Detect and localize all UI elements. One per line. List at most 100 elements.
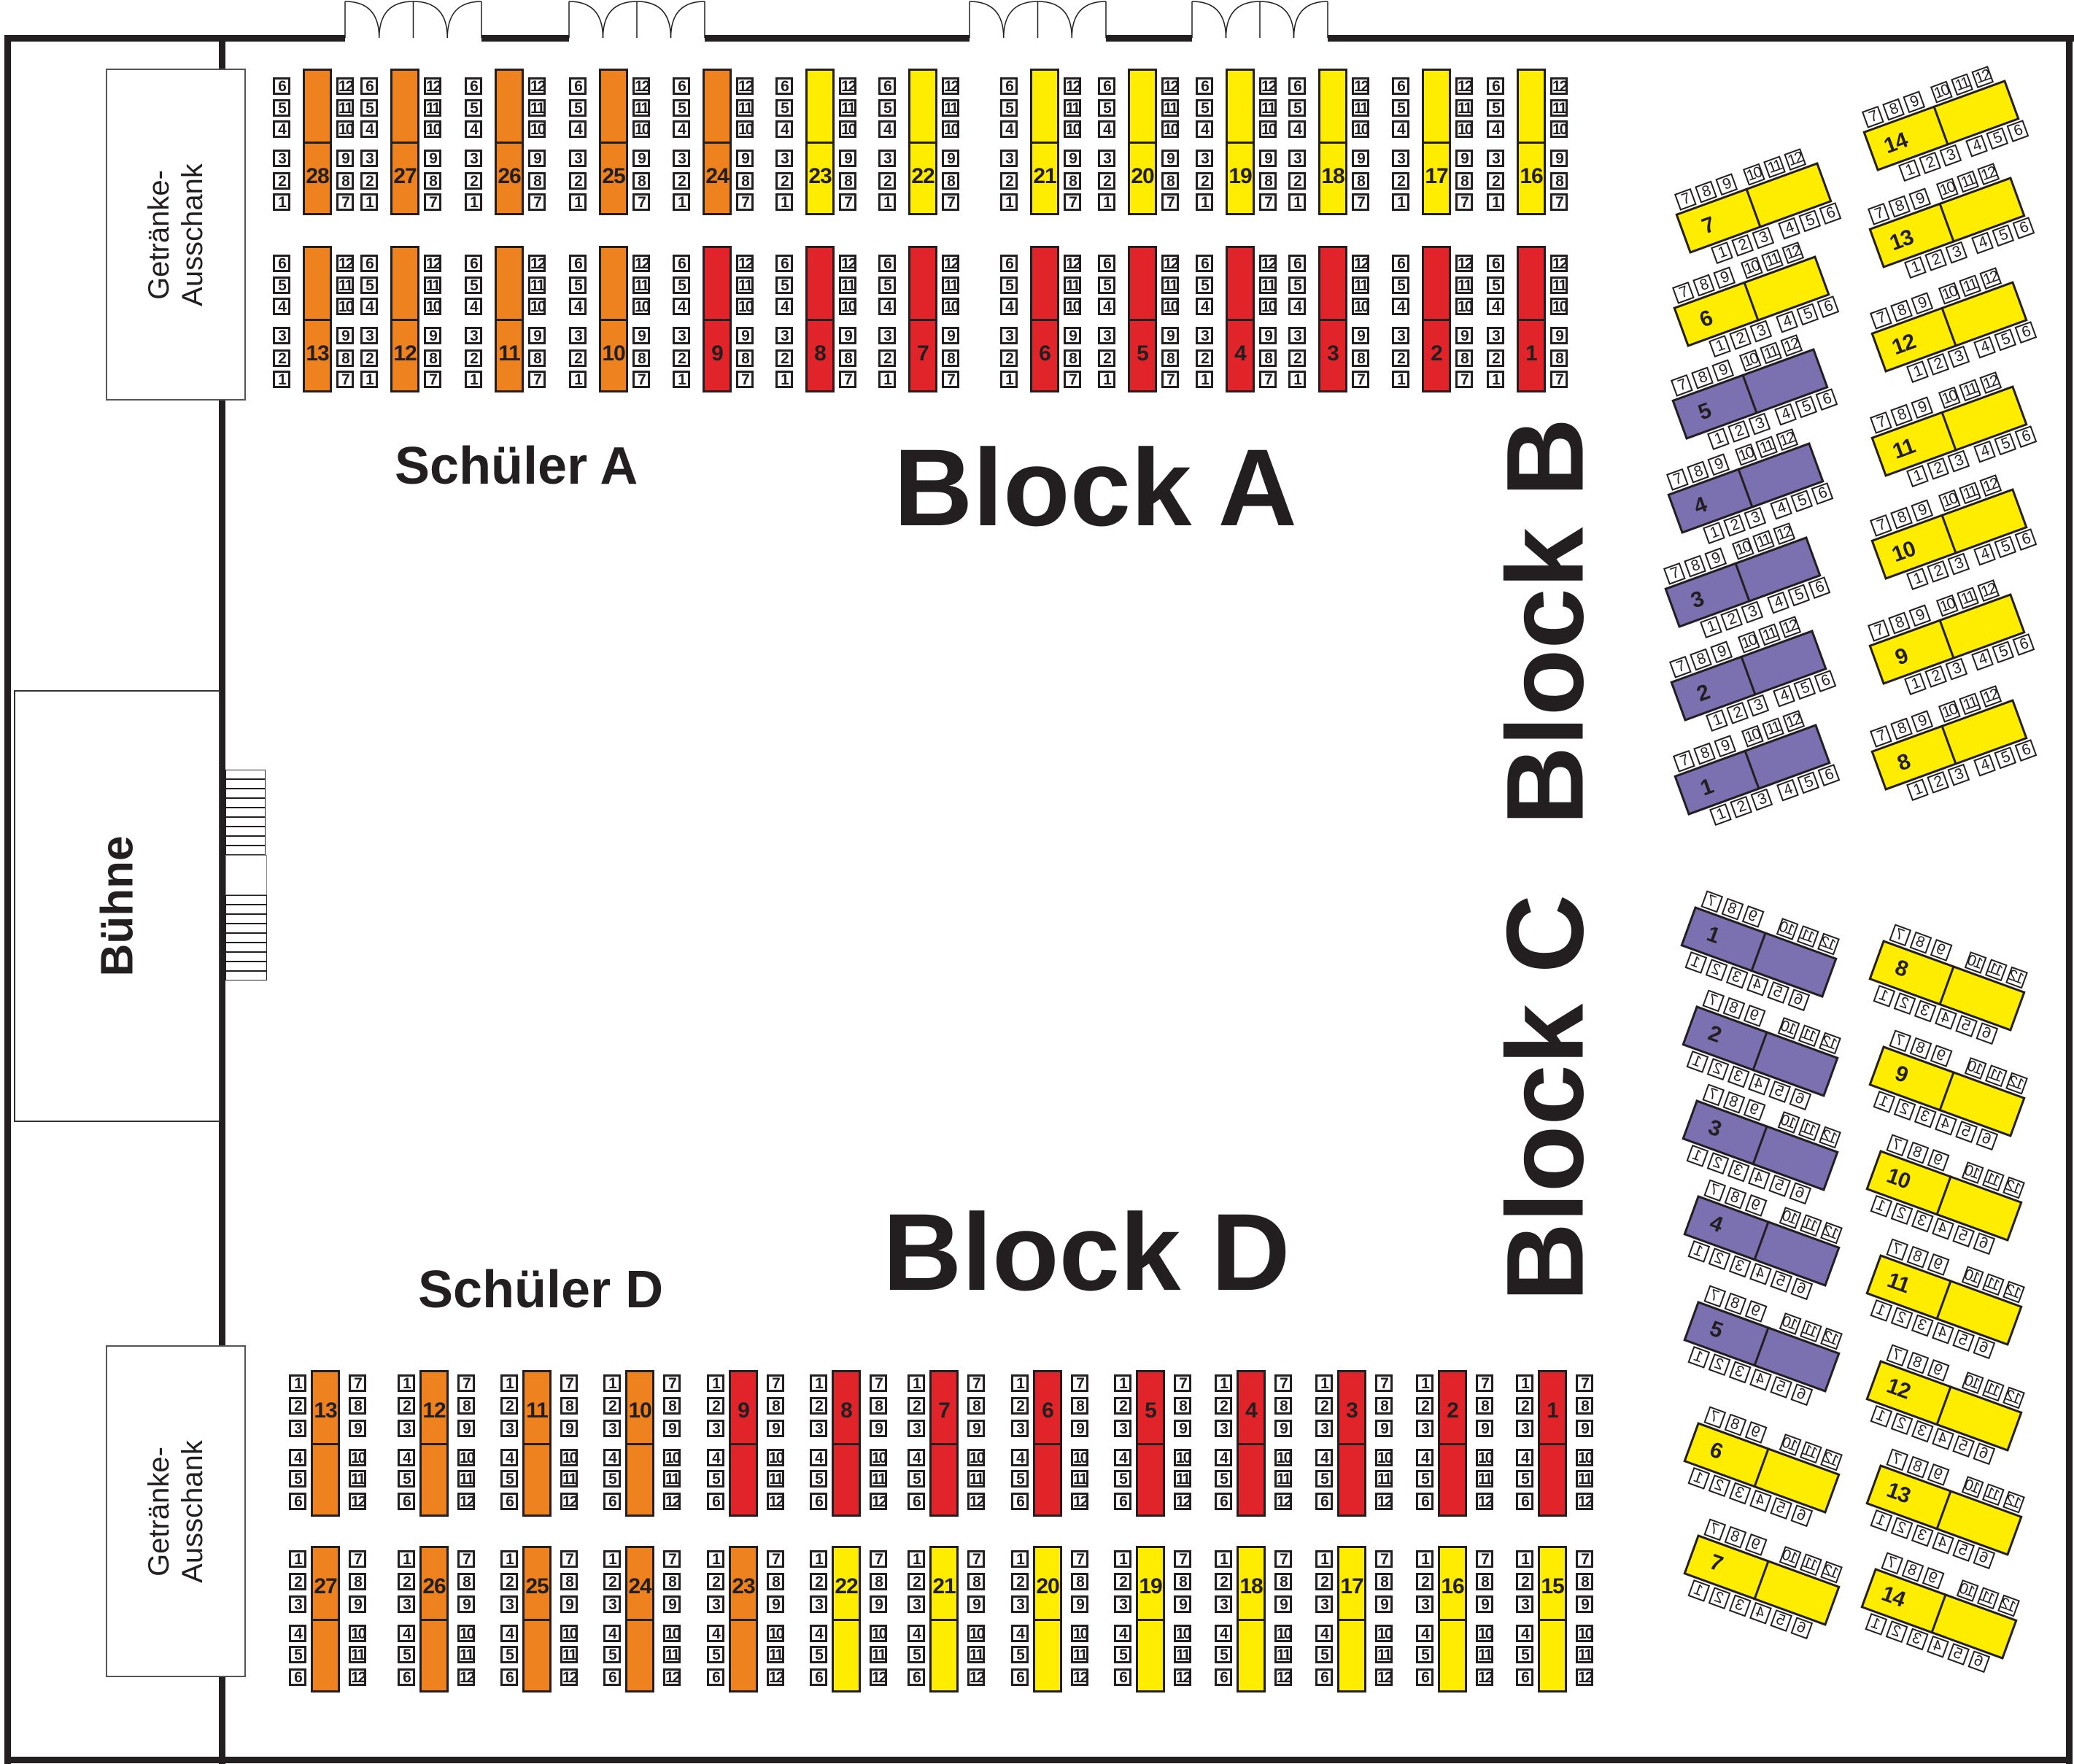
seat-10[interactable]: 10 — [1064, 120, 1081, 138]
seat-7[interactable]: 7 — [528, 193, 546, 211]
seat-12[interactable]: 12 — [663, 1668, 681, 1686]
seat-5[interactable]: 5 — [500, 1470, 518, 1488]
seat-1[interactable]: 1 — [603, 1374, 621, 1392]
seat-5[interactable]: 5 — [465, 276, 482, 294]
seat-12[interactable]: 12 — [1352, 77, 1369, 95]
seat-10[interactable]: 10 — [767, 1625, 784, 1642]
seat-1[interactable]: 1 — [1707, 428, 1730, 450]
seat-11[interactable]: 11 — [1455, 276, 1473, 294]
seat-9[interactable]: 9 — [1174, 1595, 1191, 1613]
seat-3[interactable]: 3 — [398, 1595, 415, 1613]
seat-4[interactable]: 4 — [1973, 440, 1996, 463]
seat-2[interactable]: 2 — [1288, 349, 1306, 367]
seat-1[interactable]: 1 — [1904, 673, 1927, 695]
seat-5[interactable]: 5 — [1790, 490, 1814, 513]
seat-5[interactable]: 5 — [1392, 276, 1409, 294]
seat-11[interactable]: 11 — [457, 1646, 475, 1663]
seat-11[interactable]: 11 — [942, 276, 959, 294]
seat-10[interactable]: 10 — [1259, 298, 1277, 315]
seat-4[interactable]: 4 — [1315, 1625, 1333, 1642]
seat-4[interactable]: 4 — [1770, 497, 1792, 520]
seat-2[interactable]: 2 — [775, 172, 793, 190]
seat-6[interactable]: 6 — [1215, 1668, 1232, 1686]
seat-2[interactable]: 2 — [360, 172, 378, 190]
seat-6[interactable]: 6 — [500, 1668, 518, 1686]
table[interactable]: 18 — [1318, 69, 1347, 215]
seat-2[interactable]: 2 — [1114, 1397, 1131, 1415]
seat-3[interactable]: 3 — [1947, 345, 1970, 368]
table[interactable]: 10 — [625, 1370, 654, 1517]
seat-6[interactable]: 6 — [465, 255, 482, 272]
seat-3[interactable]: 3 — [569, 327, 587, 344]
seat-9[interactable]: 9 — [1174, 1420, 1191, 1437]
seat-9[interactable]: 9 — [839, 327, 856, 344]
table[interactable]: 5 — [1136, 1370, 1165, 1517]
seat-1[interactable]: 1 — [1000, 193, 1018, 211]
seat-9[interactable]: 9 — [663, 1420, 681, 1437]
seat-1[interactable]: 1 — [707, 1374, 724, 1392]
seat-8[interactable]: 8 — [1352, 172, 1369, 190]
seat-11[interactable]: 11 — [528, 99, 546, 117]
table[interactable]: 21 — [1030, 69, 1059, 215]
seat-12[interactable]: 12 — [1174, 1493, 1191, 1510]
table[interactable]: 20 — [1128, 69, 1157, 215]
seat-6[interactable]: 6 — [2014, 425, 2038, 448]
seat-3[interactable]: 3 — [878, 150, 896, 167]
seat-4[interactable]: 4 — [603, 1625, 621, 1642]
seat-2[interactable]: 2 — [1416, 1573, 1433, 1590]
seat-1[interactable]: 1 — [1114, 1374, 1131, 1392]
seat-4[interactable]: 4 — [810, 1449, 827, 1466]
seat-2[interactable]: 2 — [569, 349, 587, 367]
seat-12[interactable]: 12 — [336, 255, 354, 272]
seat-5[interactable]: 5 — [1114, 1646, 1131, 1663]
seat-11[interactable]: 11 — [349, 1470, 366, 1488]
seat-1[interactable]: 1 — [500, 1374, 518, 1392]
seat-2[interactable]: 2 — [878, 172, 896, 190]
seat-1[interactable]: 1 — [1711, 241, 1733, 264]
seat-11[interactable]: 11 — [528, 276, 546, 294]
seat-10[interactable]: 10 — [1071, 1449, 1088, 1466]
table[interactable]: 3 — [1337, 1370, 1366, 1517]
seat-2[interactable]: 2 — [1000, 172, 1018, 190]
seat-10[interactable]: 10 — [736, 298, 754, 315]
table[interactable]: 15 — [1538, 1546, 1567, 1693]
seat-9[interactable]: 9 — [1455, 327, 1473, 344]
seat-9[interactable]: 9 — [870, 1595, 887, 1613]
seat-9[interactable]: 9 — [632, 327, 650, 344]
seat-4[interactable]: 4 — [1196, 298, 1213, 315]
seat-2[interactable]: 2 — [810, 1397, 827, 1415]
seat-12[interactable]: 12 — [870, 1668, 887, 1686]
seat-2[interactable]: 2 — [1919, 151, 1942, 174]
seat-11[interactable]: 11 — [1576, 1470, 1593, 1488]
double-door[interactable] — [344, 1, 482, 39]
table[interactable]: 24 — [625, 1546, 654, 1693]
seat-8[interactable]: 8 — [1064, 172, 1081, 190]
table[interactable]: 8 — [832, 1370, 861, 1517]
seat-4[interactable]: 4 — [1000, 298, 1018, 315]
seat-7[interactable]: 7 — [1576, 1550, 1593, 1568]
seat-9[interactable]: 9 — [349, 1420, 366, 1437]
seat-9[interactable]: 9 — [1576, 1595, 1593, 1613]
double-door[interactable] — [1191, 1, 1328, 39]
seat-4[interactable]: 4 — [500, 1625, 518, 1642]
seat-1[interactable]: 1 — [1906, 465, 1929, 487]
seat-8[interactable]: 8 — [1071, 1397, 1088, 1415]
seat-10[interactable]: 10 — [336, 120, 354, 138]
seat-2[interactable]: 2 — [289, 1573, 306, 1590]
seat-2[interactable]: 2 — [775, 349, 793, 367]
seat-4[interactable]: 4 — [1011, 1625, 1029, 1642]
seat-2[interactable]: 2 — [1723, 514, 1746, 537]
seat-7[interactable]: 7 — [528, 371, 546, 388]
table[interactable]: 27 — [390, 69, 419, 215]
seat-3[interactable]: 3 — [289, 1420, 306, 1437]
double-door[interactable] — [568, 1, 705, 39]
seat-5[interactable]: 5 — [1011, 1470, 1029, 1488]
seat-3[interactable]: 3 — [673, 327, 690, 344]
seat-12[interactable]: 12 — [839, 255, 856, 272]
seat-8[interactable]: 8 — [1259, 349, 1277, 367]
seat-8[interactable]: 8 — [457, 1397, 475, 1415]
seat-8[interactable]: 8 — [1576, 1397, 1593, 1415]
seat-2[interactable]: 2 — [1730, 795, 1753, 819]
seat-6[interactable]: 6 — [775, 255, 793, 272]
seat-8[interactable]: 8 — [942, 349, 959, 367]
